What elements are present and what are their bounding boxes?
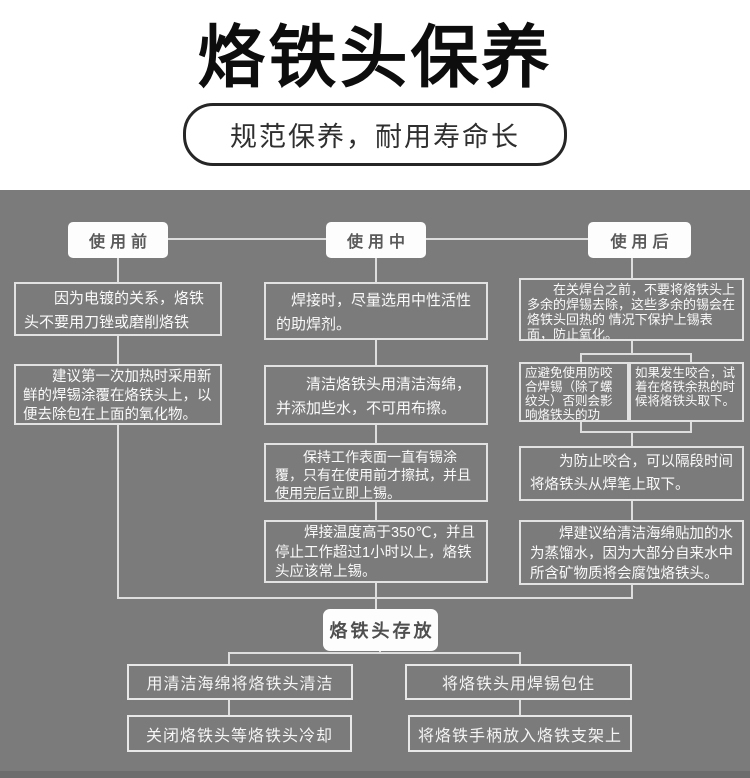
- connector-line: [631, 585, 633, 599]
- note-after-1: 在关焊台之前，不要将烙铁头上多余的焊锡去除，这些多余的锡会在烙铁头回热的 情况下…: [519, 278, 744, 341]
- connector-line: [375, 340, 377, 365]
- stage-before-label: 使用前: [68, 222, 168, 258]
- stage-before-text: 使用前: [88, 234, 152, 251]
- connector-line: [228, 652, 521, 654]
- note-after-3: 为防止咬合，可以隔段时间将烙铁头从焊笔上取下。: [519, 446, 744, 501]
- connector-line: [375, 583, 377, 609]
- connector-line: [228, 700, 230, 715]
- note-during-1: 焊接时，尽量选用中性活性的助焊剂。: [264, 282, 488, 340]
- connector-line: [117, 597, 633, 599]
- connector-line: [580, 353, 582, 362]
- note-during-3: 保持工作表面一直有锡涂覆，只有在使用前才擦拭，并且使用完后立即上锡。: [264, 443, 488, 502]
- connector-line: [580, 431, 692, 433]
- page-header: 烙铁头保养 规范保养，耐用寿命长: [0, 0, 750, 190]
- connector-line: [580, 422, 582, 431]
- flowchart-board: 使用前 使用中 使用后 因为电镀的关系，烙铁头不要用刀锉或磨削烙铁头。 建议第一…: [0, 190, 750, 778]
- storage-step-clean: 用清洁海绵将烙铁头清洁: [127, 664, 353, 700]
- connector-line: [375, 258, 377, 282]
- storage-step-stand: 将烙铁手柄放入烙铁支架上: [408, 715, 632, 752]
- subtitle-pill: 规范保养，耐用寿命长: [183, 103, 567, 166]
- connector-line: [690, 422, 692, 431]
- stage-after-text: 使用后: [610, 234, 674, 251]
- stage-after-label: 使用后: [588, 222, 691, 258]
- subtitle-text: 规范保养，耐用寿命长: [230, 122, 520, 152]
- connector-line: [375, 502, 377, 520]
- connector-line: [631, 501, 633, 520]
- storage-step-cool: 关闭烙铁头等烙铁头冷却: [127, 715, 352, 752]
- note-after-2b: 如果发生咬合，试着在烙铁余热的时候将烙铁头取下。: [629, 362, 744, 422]
- connector-line: [631, 341, 633, 353]
- note-after-4: 焊建议给清洁海绵贴加的水为蒸馏水，因为大部分自来水中所含矿物质将会腐蚀烙铁头。: [519, 520, 744, 585]
- connector-line: [375, 425, 377, 443]
- connector-line: [117, 336, 119, 364]
- note-during-4: 焊接温度高于350℃，并且停止工作超过1小时以上，烙铁头应该常上锡。: [264, 520, 488, 583]
- connector-line: [426, 238, 588, 240]
- connector-line: [519, 700, 521, 715]
- note-before-2: 建议第一次加热时采用新鲜的焊锡涂覆在烙铁头上，以便去除包在上面的氧化物。: [14, 364, 222, 425]
- page-title: 烙铁头保养: [197, 20, 553, 96]
- connector-line: [519, 652, 521, 664]
- stage-during-text: 使用中: [346, 234, 410, 251]
- storage-header-text: 烙铁头存放: [329, 621, 435, 641]
- connector-line: [379, 649, 381, 654]
- connector-line: [228, 652, 230, 664]
- connector-line: [117, 258, 119, 282]
- note-before-1: 因为电镀的关系，烙铁头不要用刀锉或磨削烙铁头。: [14, 282, 222, 336]
- connector-line: [631, 258, 633, 278]
- note-during-2: 清洁烙铁头用清洁海绵，并添加些水，不可用布擦。: [264, 365, 488, 425]
- connector-line: [631, 431, 633, 446]
- connector-line: [168, 238, 326, 240]
- connector-line: [117, 425, 119, 599]
- bottom-divider: [0, 771, 750, 778]
- stage-during-label: 使用中: [326, 222, 426, 258]
- storage-step-wrap: 将烙铁头用焊锡包住: [405, 664, 632, 700]
- storage-header: 烙铁头存放: [323, 609, 438, 651]
- connector-line: [690, 353, 692, 362]
- note-after-2a: 应避免使用防咬合焊锡（除了螺纹头）否则会影响烙铁头的功能。: [519, 362, 629, 422]
- connector-line: [580, 353, 692, 355]
